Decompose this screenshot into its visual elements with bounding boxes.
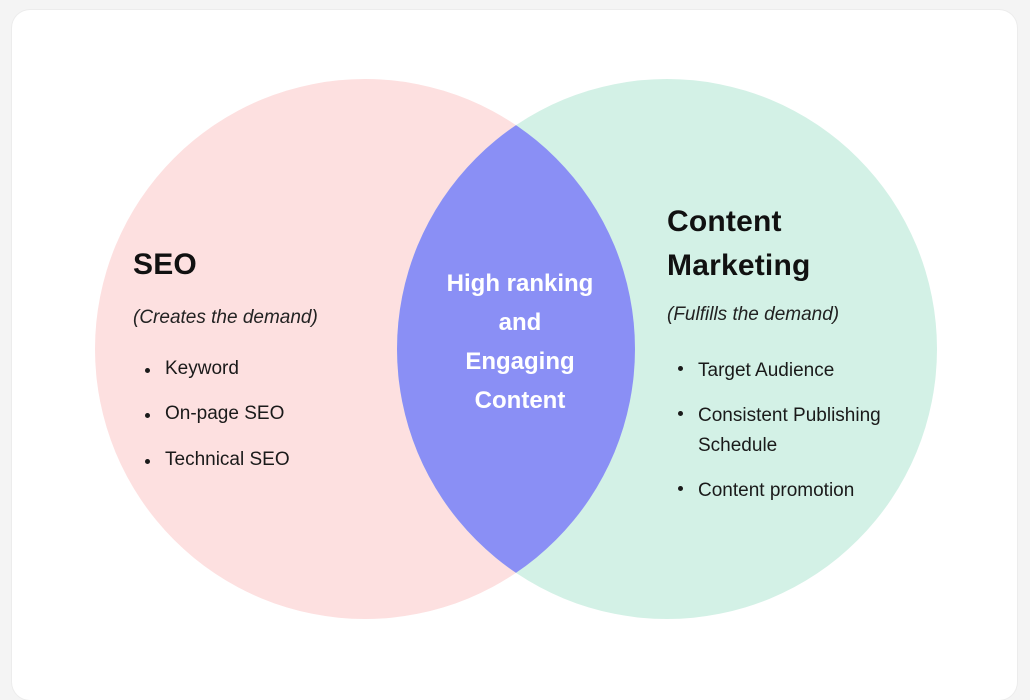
overlap-text: High ranking and Engaging Content xyxy=(420,264,620,420)
overlap-line: High ranking xyxy=(446,270,594,297)
overlap-line: Engaging xyxy=(465,348,575,375)
content-marketing-title-line: Marketing xyxy=(667,249,811,282)
content-marketing-title-line: Content xyxy=(667,205,782,238)
overlap-line: Content xyxy=(474,387,566,414)
seo-list: Keyword On-page SEO Technical SEO xyxy=(135,358,290,471)
content-marketing-list-item: Target Audience xyxy=(668,356,918,386)
venn-diagram xyxy=(95,79,937,619)
seo-list-item: Keyword xyxy=(135,358,290,403)
seo-list-item: On-page SEO xyxy=(135,403,290,449)
seo-title: SEO xyxy=(133,248,197,281)
overlap-line: and xyxy=(498,309,542,336)
content-marketing-list-item: Consistent Publishing Schedule xyxy=(668,401,918,461)
content-marketing-list: Target Audience Consistent Publishing Sc… xyxy=(668,356,918,506)
seo-subtitle: (Creates the demand) xyxy=(133,307,318,328)
content-marketing-title: Content Marketing xyxy=(667,200,811,288)
content-marketing-list-item: Content promotion xyxy=(668,476,918,506)
seo-list-item: Technical SEO xyxy=(135,449,290,471)
overlap-region xyxy=(397,79,635,619)
content-marketing-subtitle: (Fulfills the demand) xyxy=(667,304,840,325)
